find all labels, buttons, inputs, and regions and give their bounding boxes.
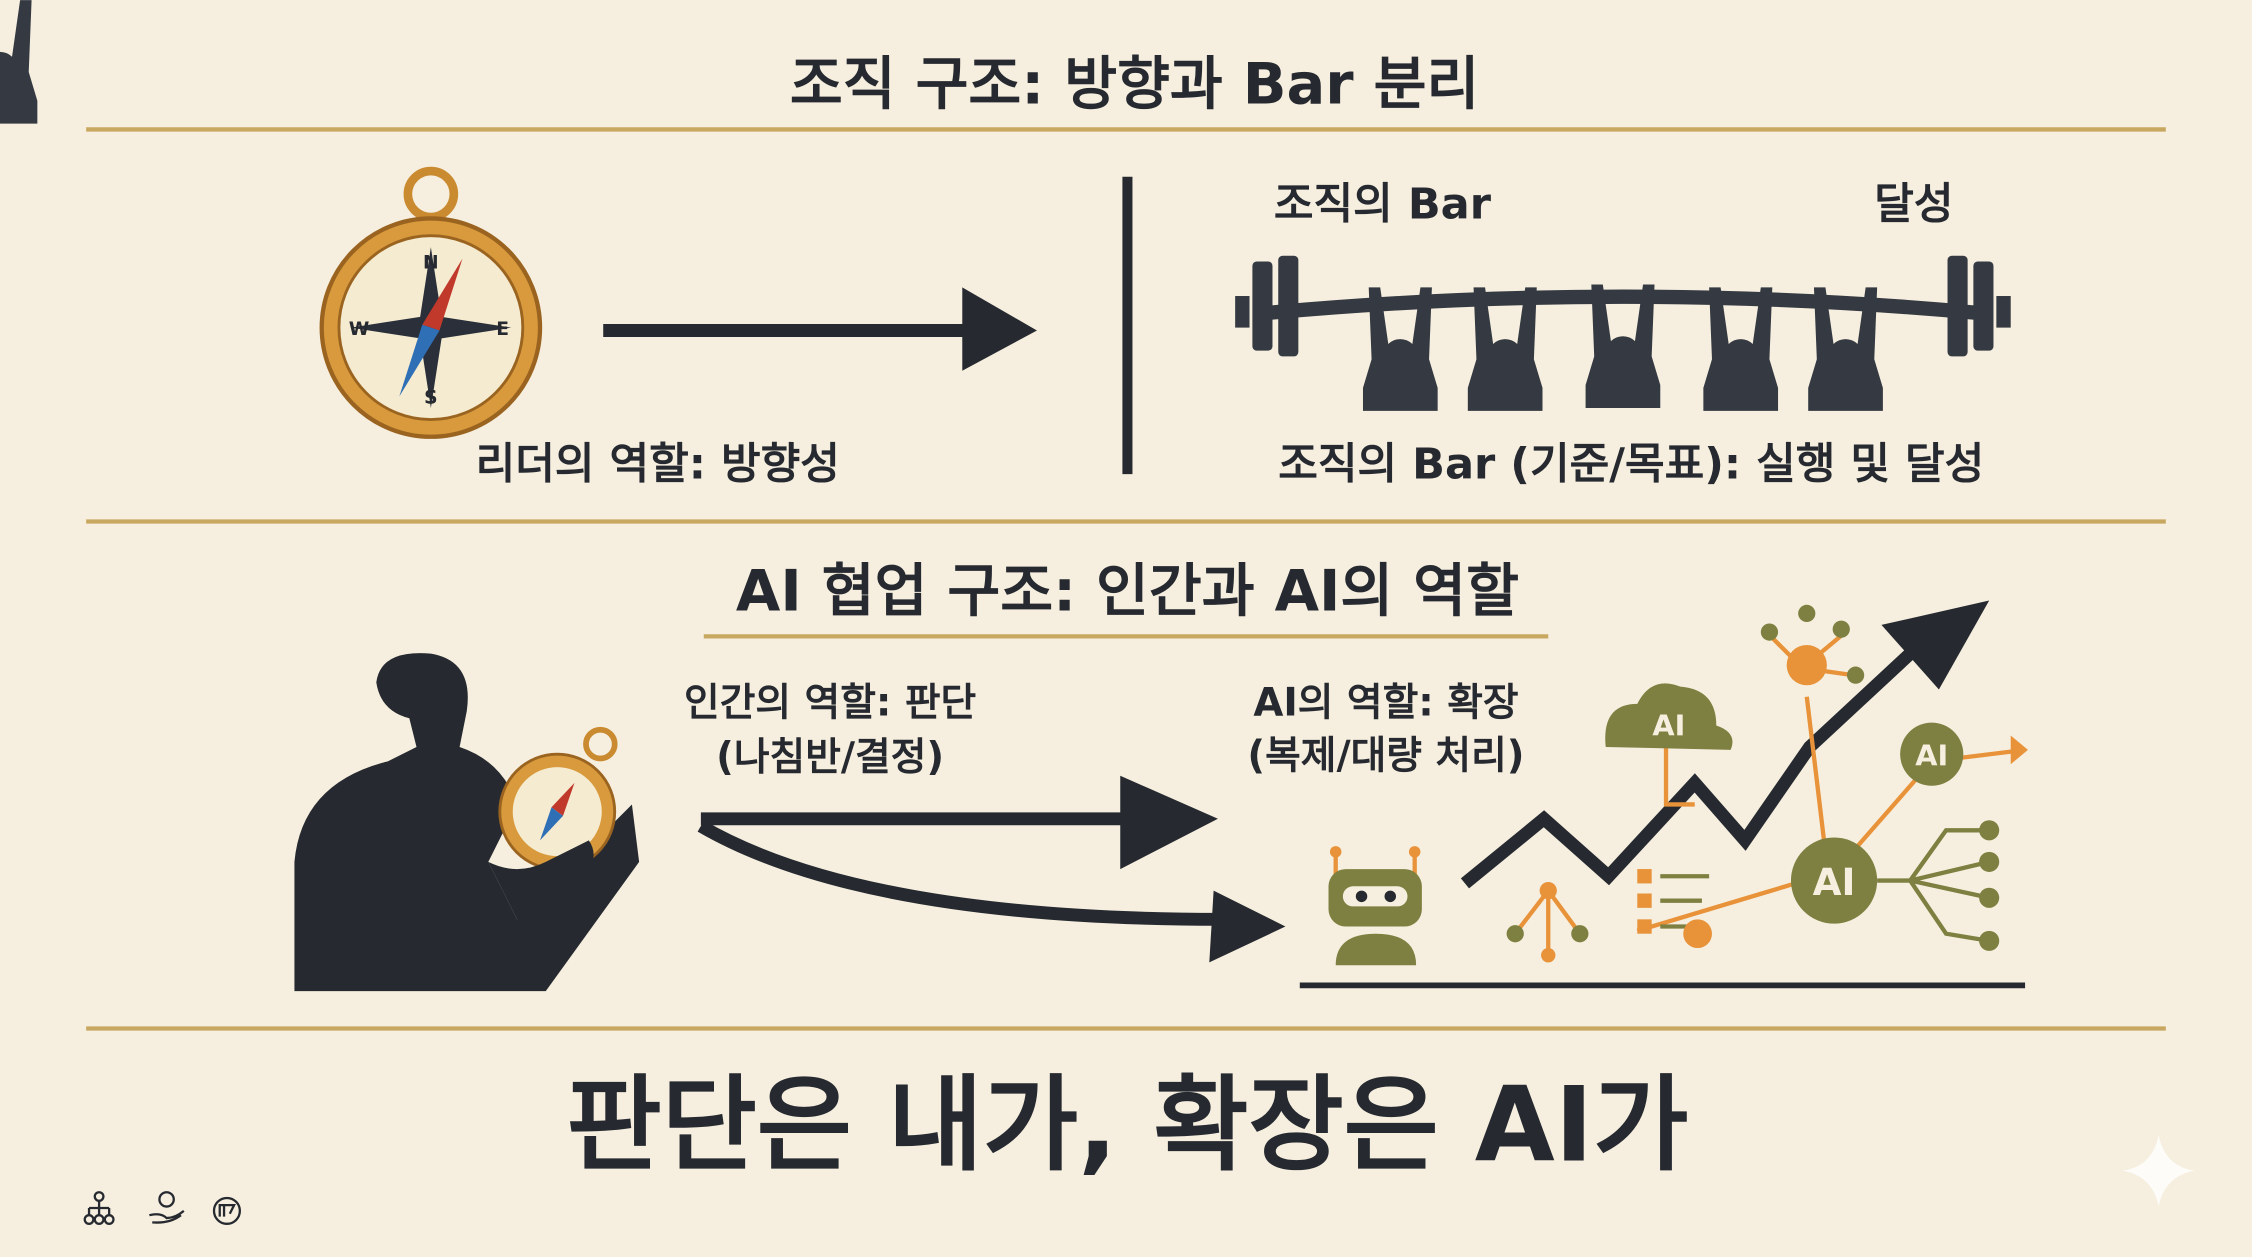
human-role-label: 인간의 역할: 판단 xyxy=(684,680,976,725)
svg-text:W: W xyxy=(349,319,370,340)
bar-caption: 조직의 Bar (기준/목표): 실행 및 달성 xyxy=(1278,439,1984,489)
svg-text:S: S xyxy=(424,388,437,409)
arrows-icon xyxy=(697,775,1286,963)
ai-role-label: AI의 역할: 확장 xyxy=(1253,680,1518,725)
leader-role-label: 리더의 역할: 방향성 xyxy=(476,439,840,489)
compass-icon: N E S W xyxy=(319,166,543,439)
ai-node-label: AI xyxy=(1915,739,1948,773)
human-role-sub: (나침반/결정) xyxy=(716,735,944,780)
sparkle-icon xyxy=(2122,1134,2195,1207)
robot-icon xyxy=(1328,846,1422,966)
org-chart-icon xyxy=(83,1191,115,1225)
ai-role-sub: (복제/대량 처리) xyxy=(1247,734,1524,779)
hand-money-icon xyxy=(149,1191,185,1224)
arrow-right-icon xyxy=(603,287,1037,371)
svg-text:E: E xyxy=(496,319,509,340)
growth-network-icon: AI AI AI xyxy=(1460,600,2028,963)
top-title: 조직 구조: 방향과 Bar 분리 xyxy=(790,51,1479,118)
circle-badge-icon xyxy=(212,1196,241,1225)
person-with-compass-icon xyxy=(294,653,640,992)
barbell-team-icon xyxy=(0,0,2011,411)
svg-text:N: N xyxy=(423,253,439,274)
ai-node-label: AI xyxy=(1813,860,1856,904)
bar-label: 조직의 Bar xyxy=(1274,179,1492,229)
achieve-label: 달성 xyxy=(1874,179,1953,229)
ai-node-label: AI xyxy=(1652,708,1685,742)
conclusion-text: 판단은 내가, 확장은 AI가 xyxy=(567,1066,1689,1186)
middle-title: AI 협업 구조: 인간과 AI의 역할 xyxy=(736,558,1519,625)
